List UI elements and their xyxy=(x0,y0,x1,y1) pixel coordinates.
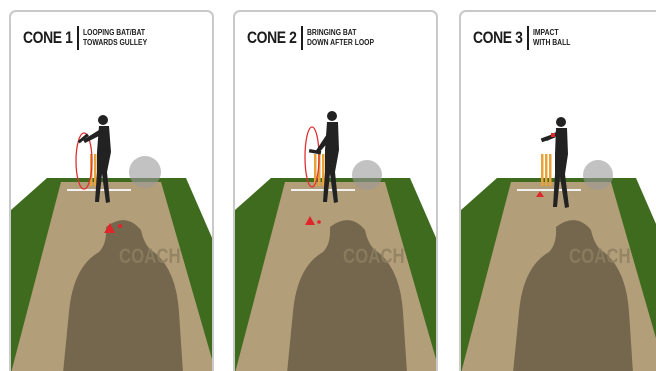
cone-3-header: CONE 3 IMPACT WITH BALL xyxy=(473,26,577,50)
umpire-head-shadow xyxy=(129,156,161,188)
cone-2-scene xyxy=(235,12,438,371)
cone-description: BRINGING BAT DOWN AFTER LOOP xyxy=(307,28,374,48)
coach-label: COACH xyxy=(569,245,631,269)
desc-line-2: DOWN AFTER LOOP xyxy=(307,38,374,48)
cone-title: CONE 1 xyxy=(23,28,72,48)
cone-3-panel: CONE 3 IMPACT WITH BALL COACH xyxy=(459,10,656,371)
desc-line-2: TOWARDS GULLEY xyxy=(83,38,147,48)
umpire-head-shadow xyxy=(583,160,613,190)
coach-label: COACH xyxy=(119,245,181,269)
cone-2-panel: CONE 2 BRINGING BAT DOWN AFTER LOOP COAC… xyxy=(233,10,438,371)
title-separator xyxy=(527,26,529,50)
cone-description: IMPACT WITH BALL xyxy=(533,28,570,48)
cone-title: CONE 2 xyxy=(247,28,296,48)
cone-2-header: CONE 2 BRINGING BAT DOWN AFTER LOOP xyxy=(247,26,386,50)
desc-line-1: BRINGING BAT xyxy=(307,28,374,38)
cone-3-scene xyxy=(461,12,656,371)
coach-label: COACH xyxy=(343,245,405,269)
cone-1-scene xyxy=(11,12,214,371)
cone-1-header: CONE 1 LOOPING BAT/BAT TOWARDS GULLEY xyxy=(23,26,159,50)
cone-title: CONE 3 xyxy=(473,28,522,48)
desc-line-2: WITH BALL xyxy=(533,38,570,48)
cone-description: LOOPING BAT/BAT TOWARDS GULLEY xyxy=(83,28,147,48)
desc-line-1: IMPACT xyxy=(533,28,570,38)
umpire-head-shadow xyxy=(352,160,382,190)
cone-1-panel: CONE 1 LOOPING BAT/BAT TOWARDS GULLEY CO… xyxy=(9,10,214,371)
desc-line-1: LOOPING BAT/BAT xyxy=(83,28,147,38)
title-separator xyxy=(77,26,79,50)
stumps xyxy=(541,154,552,186)
ball-marker xyxy=(317,220,321,224)
ball-marker xyxy=(118,224,122,228)
title-separator xyxy=(301,26,303,50)
